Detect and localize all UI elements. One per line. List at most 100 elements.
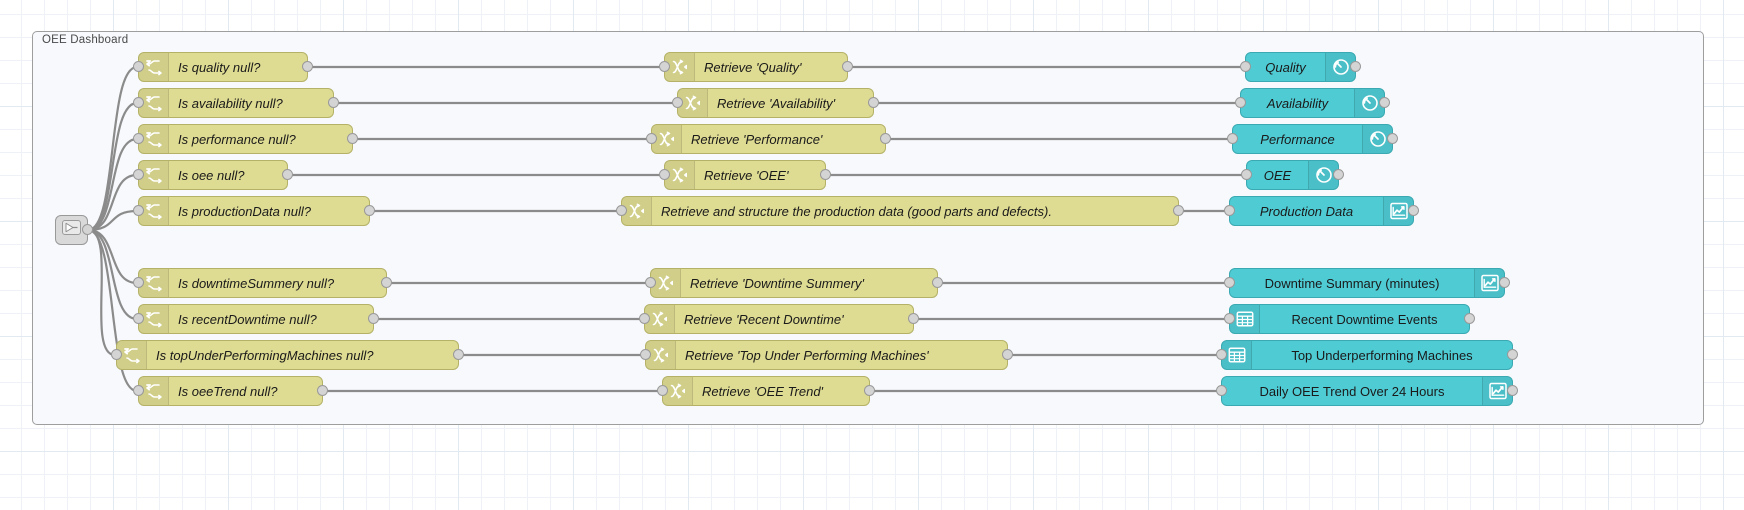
inject-node[interactable] bbox=[55, 215, 93, 245]
switch-node-input-port[interactable] bbox=[111, 349, 122, 360]
change-node-input-port[interactable] bbox=[616, 205, 627, 216]
dashboard-widget-node-input-port[interactable] bbox=[1224, 205, 1235, 216]
change-node-output-port[interactable] bbox=[932, 277, 943, 288]
dashboard-widget-node[interactable]: Availability bbox=[1235, 88, 1390, 118]
switch-node-label: Is oeeTrend null? bbox=[178, 383, 278, 399]
change-node-output-port[interactable] bbox=[864, 385, 875, 396]
switch-node[interactable]: Is oee null? bbox=[133, 160, 293, 190]
dashboard-widget-node-input-port[interactable] bbox=[1241, 169, 1252, 180]
switch-node[interactable]: Is availability null? bbox=[133, 88, 339, 118]
switch-node-input-port[interactable] bbox=[133, 133, 144, 144]
switch-node-label: Is performance null? bbox=[178, 131, 296, 147]
dashboard-widget-node-input-port[interactable] bbox=[1224, 313, 1235, 324]
change-node[interactable]: Retrieve 'Top Under Performing Machines' bbox=[640, 340, 1013, 370]
change-node[interactable]: Retrieve 'Quality' bbox=[659, 52, 853, 82]
dashboard-widget-node-label: Performance bbox=[1260, 131, 1335, 147]
dashboard-widget-node-output-port[interactable] bbox=[1507, 385, 1518, 396]
change-node[interactable]: Retrieve and structure the production da… bbox=[616, 196, 1184, 226]
switch-node-output-port[interactable] bbox=[364, 205, 375, 216]
switch-node[interactable]: Is downtimeSummery null? bbox=[133, 268, 392, 298]
change-node-output-port[interactable] bbox=[820, 169, 831, 180]
switch-node-output-port[interactable] bbox=[453, 349, 464, 360]
switch-node-label: Is availability null? bbox=[178, 95, 283, 111]
change-node-input-port[interactable] bbox=[659, 169, 670, 180]
switch-node[interactable]: Is oeeTrend null? bbox=[133, 376, 328, 406]
change-node[interactable]: Retrieve 'OEE Trend' bbox=[657, 376, 875, 406]
change-node-input-port[interactable] bbox=[672, 97, 683, 108]
switch-node-output-port[interactable] bbox=[368, 313, 379, 324]
switch-node-input-port[interactable] bbox=[133, 385, 144, 396]
switch-node-input-port[interactable] bbox=[133, 169, 144, 180]
dashboard-widget-node-output-port[interactable] bbox=[1408, 205, 1419, 216]
dashboard-widget-node[interactable]: Quality bbox=[1240, 52, 1361, 82]
dashboard-widget-node-label: Quality bbox=[1265, 59, 1306, 75]
change-node-input-port[interactable] bbox=[640, 349, 651, 360]
dashboard-widget-node-input-port[interactable] bbox=[1216, 349, 1227, 360]
change-node[interactable]: Retrieve 'OEE' bbox=[659, 160, 831, 190]
switch-node[interactable]: Is quality null? bbox=[133, 52, 313, 82]
dashboard-widget-node[interactable]: Daily OEE Trend Over 24 Hours bbox=[1216, 376, 1518, 406]
dashboard-widget-node-input-port[interactable] bbox=[1235, 97, 1246, 108]
dashboard-widget-node-output-port[interactable] bbox=[1507, 349, 1518, 360]
dashboard-widget-node-output-port[interactable] bbox=[1350, 61, 1361, 72]
change-node-input-port[interactable] bbox=[657, 385, 668, 396]
switch-node-output-port[interactable] bbox=[347, 133, 358, 144]
dashboard-widget-node[interactable]: OEE bbox=[1241, 160, 1344, 190]
switch-node-input-port[interactable] bbox=[133, 61, 144, 72]
switch-node-output-port[interactable] bbox=[317, 385, 328, 396]
switch-node-label: Is productionData null? bbox=[178, 203, 311, 219]
dashboard-widget-node-output-port[interactable] bbox=[1379, 97, 1390, 108]
switch-node-output-port[interactable] bbox=[381, 277, 392, 288]
dashboard-widget-node-input-port[interactable] bbox=[1240, 61, 1251, 72]
change-node[interactable]: Retrieve 'Availability' bbox=[672, 88, 879, 118]
dashboard-widget-node-output-port[interactable] bbox=[1387, 133, 1398, 144]
switch-icon bbox=[139, 305, 169, 333]
switch-node[interactable]: Is productionData null? bbox=[133, 196, 375, 226]
switch-node-input-port[interactable] bbox=[133, 205, 144, 216]
change-node-input-port[interactable] bbox=[639, 313, 650, 324]
dashboard-widget-node[interactable]: Downtime Summary (minutes) bbox=[1224, 268, 1510, 298]
dashboard-widget-node[interactable]: Production Data bbox=[1224, 196, 1419, 226]
change-node[interactable]: Retrieve 'Downtime Summery' bbox=[645, 268, 943, 298]
change-node-output-port[interactable] bbox=[1002, 349, 1013, 360]
change-node-input-port[interactable] bbox=[659, 61, 670, 72]
change-node-output-port[interactable] bbox=[880, 133, 891, 144]
switch-node-output-port[interactable] bbox=[328, 97, 339, 108]
change-node-input-port[interactable] bbox=[646, 133, 657, 144]
switch-node-output-port[interactable] bbox=[282, 169, 293, 180]
switch-node-input-port[interactable] bbox=[133, 277, 144, 288]
change-node-label: Retrieve 'Availability' bbox=[717, 95, 836, 111]
dashboard-widget-node-input-port[interactable] bbox=[1224, 277, 1235, 288]
change-node[interactable]: Retrieve 'Performance' bbox=[646, 124, 891, 154]
switch-node[interactable]: Is performance null? bbox=[133, 124, 358, 154]
switch-node-input-port[interactable] bbox=[133, 313, 144, 324]
change-node-label: Retrieve 'Quality' bbox=[704, 59, 802, 75]
change-node-output-port[interactable] bbox=[908, 313, 919, 324]
dashboard-widget-node[interactable]: Performance bbox=[1227, 124, 1398, 154]
dashboard-widget-node-input-port[interactable] bbox=[1227, 133, 1238, 144]
inject-output-port[interactable] bbox=[82, 224, 93, 235]
switch-node[interactable]: Is recentDowntime null? bbox=[133, 304, 379, 334]
change-icon bbox=[622, 197, 652, 225]
switch-node[interactable]: Is topUnderPerformingMachines null? bbox=[111, 340, 464, 370]
dashboard-widget-node[interactable]: Top Underperforming Machines bbox=[1216, 340, 1518, 370]
dashboard-widget-node-output-port[interactable] bbox=[1464, 313, 1475, 324]
dashboard-widget-node-input-port[interactable] bbox=[1216, 385, 1227, 396]
change-node-output-port[interactable] bbox=[868, 97, 879, 108]
change-node-output-port[interactable] bbox=[1173, 205, 1184, 216]
switch-node-input-port[interactable] bbox=[133, 97, 144, 108]
dashboard-widget-node-output-port[interactable] bbox=[1499, 277, 1510, 288]
switch-node-label: Is topUnderPerformingMachines null? bbox=[156, 347, 374, 363]
change-icon bbox=[646, 341, 676, 369]
change-node[interactable]: Retrieve 'Recent Downtime' bbox=[639, 304, 919, 334]
change-node-input-port[interactable] bbox=[645, 277, 656, 288]
change-node-output-port[interactable] bbox=[842, 61, 853, 72]
change-icon bbox=[651, 269, 681, 297]
dashboard-widget-node-output-port[interactable] bbox=[1333, 169, 1344, 180]
switch-icon bbox=[139, 161, 169, 189]
switch-icon bbox=[139, 89, 169, 117]
dashboard-widget-node-label: Recent Downtime Events bbox=[1291, 311, 1438, 327]
dashboard-widget-node[interactable]: Recent Downtime Events bbox=[1224, 304, 1475, 334]
switch-node-output-port[interactable] bbox=[302, 61, 313, 72]
